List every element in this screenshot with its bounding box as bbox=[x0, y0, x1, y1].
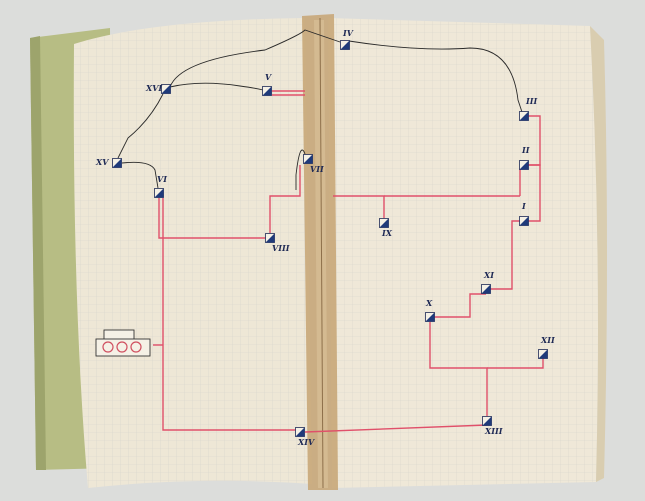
station-v: V bbox=[262, 72, 272, 96]
station-xv: XV bbox=[95, 157, 122, 168]
station-label-iv: IV bbox=[342, 28, 354, 38]
station-ii: II bbox=[519, 145, 530, 170]
station-i: I bbox=[519, 201, 529, 226]
station-label-vi: VI bbox=[157, 174, 167, 184]
tape-highlight bbox=[314, 20, 328, 488]
station-label-vii: VII bbox=[310, 164, 324, 174]
station-label-ix: IX bbox=[381, 228, 393, 238]
station-label-xiii: XIII bbox=[484, 426, 503, 436]
right-page-grid bbox=[328, 18, 598, 488]
junction-box-three-coils bbox=[95, 329, 151, 357]
spine-fold bbox=[319, 17, 324, 489]
station-label-x: X bbox=[425, 298, 433, 308]
station-xiv: XIV bbox=[295, 427, 315, 447]
station-iv: IV bbox=[340, 28, 354, 50]
station-x: X bbox=[425, 298, 435, 322]
station-vi: VI bbox=[154, 174, 167, 198]
station-label-xi: XI bbox=[483, 270, 494, 280]
station-label-viii: VIII bbox=[272, 243, 290, 253]
cover-shadow bbox=[30, 36, 46, 470]
station-label-xiv: XIV bbox=[297, 437, 315, 447]
station-label-xii: XII bbox=[540, 335, 555, 345]
station-iii: III bbox=[519, 96, 537, 121]
station-label-xv: XV bbox=[95, 157, 109, 167]
station-xvi: XVI bbox=[145, 83, 171, 94]
station-viii: VIII bbox=[265, 233, 290, 253]
left-page-grid bbox=[73, 18, 313, 488]
black-wiring bbox=[117, 29, 523, 190]
right-page-edge bbox=[590, 26, 607, 482]
station-xi: XI bbox=[481, 270, 494, 294]
station-label-xvi: XVI bbox=[145, 83, 162, 93]
station-xiii: XIII bbox=[482, 416, 503, 436]
station-vii: VII bbox=[303, 154, 324, 174]
station-label-ii: II bbox=[521, 145, 530, 155]
station-ix: IX bbox=[379, 218, 393, 238]
station-label-i: I bbox=[521, 201, 526, 211]
station-label-iii: III bbox=[525, 96, 537, 106]
station-xii: XII bbox=[538, 335, 555, 359]
red-wiring bbox=[153, 90, 544, 433]
station-label-v: V bbox=[265, 72, 272, 82]
